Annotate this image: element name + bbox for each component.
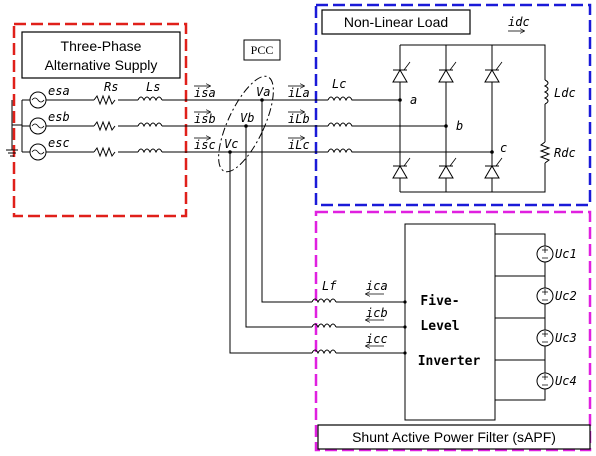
capacitor-label-4: Uc4: [555, 374, 577, 388]
source-label-a: esa: [48, 84, 70, 98]
svg-text:icc: icc: [366, 332, 388, 346]
filter-region-border: [314, 210, 592, 452]
pcc-node-b: Vb: [240, 111, 254, 125]
rdc-label: Rdc: [554, 146, 576, 160]
inverter-node-a: [403, 300, 407, 304]
pcc-node-c: Vc: [224, 137, 238, 151]
filter-title-box: [317, 424, 591, 450]
capacitor-label-2: Uc2: [555, 289, 577, 303]
source-current-b: isb: [194, 112, 216, 126]
svg-text:iLb: iLb: [288, 112, 310, 126]
svg-text:iLa: iLa: [288, 86, 310, 100]
supply-title-line1: Three-Phase: [61, 38, 142, 54]
load-current-c: iLc: [288, 138, 310, 152]
dc-current: idc: [508, 15, 530, 31]
source-label-b: esb: [48, 110, 70, 124]
load-region-border: [314, 3, 592, 207]
node-a-label: a: [410, 93, 417, 107]
capacitor-label-1: Uc1: [555, 247, 577, 261]
ls-label: Ls: [146, 80, 160, 94]
svg-text:isa: isa: [194, 86, 216, 100]
filter-connection-c: [229, 152, 405, 355]
lf-label: Lf: [322, 279, 337, 293]
ldc-label: Ldc: [554, 86, 576, 100]
dc-load: [520, 44, 551, 193]
capacitor-label-3: Uc3: [555, 331, 577, 345]
node-c-label: c: [500, 141, 507, 155]
pcc-label-box: [243, 39, 281, 61]
svg-text:icb: icb: [366, 306, 388, 320]
inverter-label-line3: Inverter: [418, 354, 481, 369]
node-b-label: b: [456, 119, 463, 133]
filter-connection-b: [245, 126, 405, 329]
load-current-b: iLb: [288, 112, 310, 126]
pcc-label: PCC: [251, 43, 274, 57]
svg-text:idc: idc: [508, 15, 530, 29]
load-title-box: [321, 9, 471, 35]
phase-b-line: [22, 117, 446, 135]
rectifier-bridge: [392, 44, 520, 193]
rs-label: Rs: [104, 80, 118, 94]
load-current-a: iLa: [288, 86, 310, 100]
inverter-label-line2: Level: [420, 319, 459, 334]
inverter-node-b: [403, 325, 407, 329]
supply-region-border: [12, 22, 188, 218]
lc-label: Lc: [332, 77, 346, 91]
supply-title-box: [21, 31, 181, 79]
svg-text:isb: isb: [194, 112, 216, 126]
inverter-box: [404, 223, 496, 421]
supply-title-line2: Alternative Supply: [45, 57, 158, 73]
phase-c-line: [22, 143, 492, 161]
load-title: Non-Linear Load: [344, 14, 448, 30]
inverter-label-line1: Five-: [420, 294, 459, 309]
svg-text:ica: ica: [366, 279, 388, 293]
phase-a-line: [22, 91, 400, 109]
filter-current-c: icc: [366, 332, 388, 346]
ground-symbol: [6, 100, 22, 157]
pcc-node-a: Va: [256, 85, 270, 99]
filter-connection-a: [261, 100, 405, 304]
inverter-node-c: [403, 351, 407, 355]
filter-current-b: icb: [366, 306, 388, 320]
lc-inductors: [327, 94, 356, 156]
source-current-a: isa: [194, 86, 216, 100]
filter-current-a: ica: [366, 279, 388, 294]
capacitor-bank: [495, 233, 554, 401]
filter-title: Shunt Active Power Filter (sAPF): [352, 429, 556, 445]
source-label-c: esc: [48, 136, 70, 150]
svg-text:iLc: iLc: [288, 138, 310, 152]
svg-text:isc: isc: [194, 138, 216, 152]
source-current-c: isc: [194, 138, 216, 152]
